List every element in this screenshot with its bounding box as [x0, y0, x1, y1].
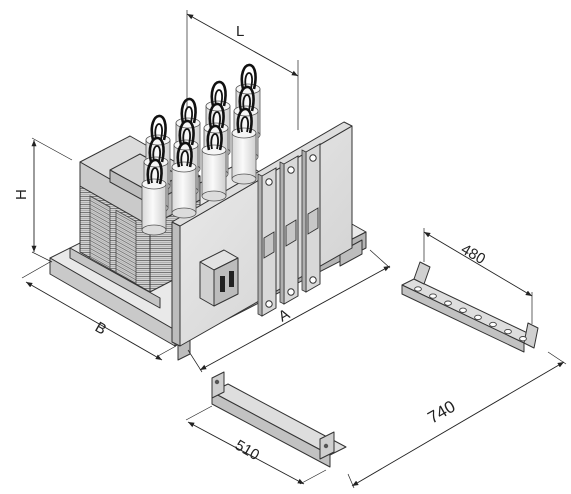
capacitor-wire	[178, 119, 195, 146]
capacitor-bank	[141, 63, 261, 236]
dimension-510: 510	[185, 405, 327, 485]
coil-windings	[89, 195, 137, 285]
dimension-A-label: A	[276, 306, 293, 326]
dimension-510-label: 510	[232, 437, 262, 464]
dimension-H-label: H	[13, 189, 30, 200]
dimension-L-label: L	[236, 23, 244, 40]
capacitor	[231, 107, 257, 185]
capacitor-wire	[180, 97, 197, 124]
capacitor	[141, 158, 167, 236]
rail-hole	[489, 321, 497, 328]
rail-hole	[459, 307, 467, 313]
rail-hole	[519, 336, 527, 342]
bus-bar	[301, 143, 321, 293]
capacitor-wire	[146, 158, 163, 185]
rail-back	[401, 261, 539, 353]
rail-hole	[504, 328, 512, 335]
capacitor-wire	[238, 85, 255, 112]
capacitor-wire	[236, 107, 253, 134]
bus-bar	[279, 155, 299, 305]
dimension-L: L	[186, 10, 299, 130]
capacitor-wire	[176, 141, 193, 168]
rail-front	[211, 371, 347, 468]
capacitor-wire	[206, 124, 223, 151]
capacitor	[201, 124, 227, 202]
capacitor-wire	[210, 80, 227, 107]
capacitor-wire	[148, 136, 165, 163]
bus-bar	[257, 167, 277, 317]
dimension-740-label: 740	[425, 397, 459, 428]
dimension-740: 740	[347, 351, 567, 489]
capacitor-wire	[150, 114, 167, 141]
capacitor	[171, 141, 197, 219]
rail-hole	[429, 293, 437, 299]
dimension-480-label: 480	[458, 241, 488, 268]
rail-hole	[444, 300, 452, 306]
capacitor-wire	[208, 102, 225, 129]
main-assembly	[49, 63, 367, 361]
rail-hole	[414, 286, 422, 292]
rail-hole	[474, 314, 482, 321]
dimension-H: H	[13, 137, 73, 263]
